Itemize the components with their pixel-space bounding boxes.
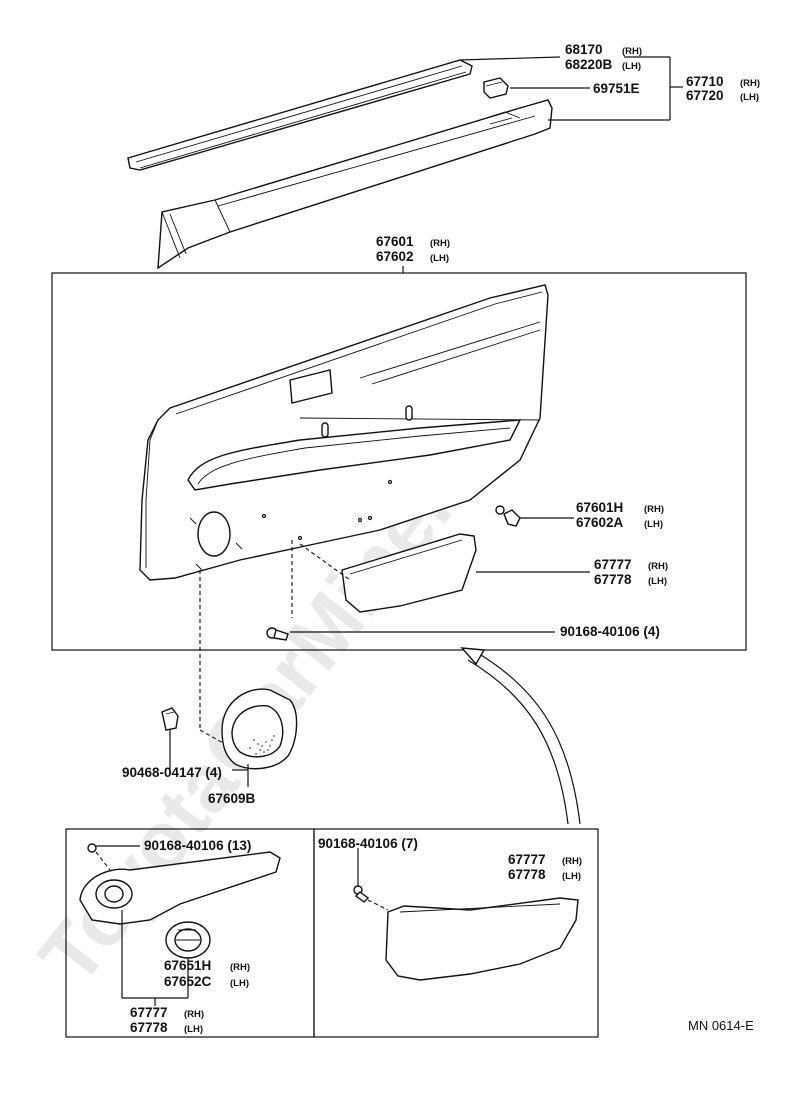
clip-90468-part [161,707,179,731]
right-screw-part [353,885,389,911]
left-bezel-part [165,921,211,959]
label-bezel-lh: 67652C (LH) [164,973,249,990]
right-handle-part [385,897,579,981]
label-weatherstrip-lh: 68220B (LH) [565,56,641,73]
label-handle-left-box: 67777 (RH) [130,1004,204,1021]
clip-speaker-leaders [169,730,249,787]
zoom-arrow [460,647,581,825]
label-clip-69751e: 69751E [593,81,640,96]
label-clip-90468: 90468-04147 (4) [122,765,222,780]
label-weatherstrip: 68170 (RH) [565,41,642,58]
left-box-leaders [96,845,189,1006]
speaker-grille-part [221,688,298,770]
label-screw-right-box: 90168-40106 (7) [318,836,418,851]
detail-boxes-frame [65,828,599,1038]
label-screw-main: 90168-40106 (4) [560,624,660,639]
clip-67601h-part [495,505,521,527]
label-handle-left-box-lh: 67778 (LH) [130,1019,203,1036]
label-armrest-upper-lh: 67720 (LH) [686,87,759,104]
top-leaders [459,56,683,121]
label-door-trim-lh: 67602 (LH) [376,248,449,265]
pull-handle-main-part [341,533,477,613]
label-armrest-upper: 67710 (RH) [686,73,760,90]
label-clip-67601h-lh: 67602A (LH) [576,514,663,531]
figure-code: MN 0614-E [688,1018,754,1033]
label-door-trim: 67601 (RH) [376,233,450,250]
label-handle-right-box-lh: 67778 (LH) [508,866,581,883]
door-trim-frame [51,266,747,651]
label-handle-right-box: 67777 (RH) [508,851,582,868]
label-pull-handle-main: 67777 (RH) [594,556,668,573]
left-screw-part [87,843,111,871]
screw-main-part [266,627,289,641]
label-screw-left-box: 90168-40106 (13) [144,838,251,853]
left-handle-part [79,851,281,925]
armrest-upper-part [157,99,553,270]
label-pull-handle-main-lh: 67778 (LH) [594,571,667,588]
label-clip-67601h: 67601H (RH) [576,499,664,516]
label-speaker-grille: 67609B [208,791,256,806]
clip-69751e-part [483,77,509,99]
door-trim-panel [139,284,549,581]
door-trim-leaders [290,517,590,633]
label-bezel: 67651H (RH) [164,957,250,974]
